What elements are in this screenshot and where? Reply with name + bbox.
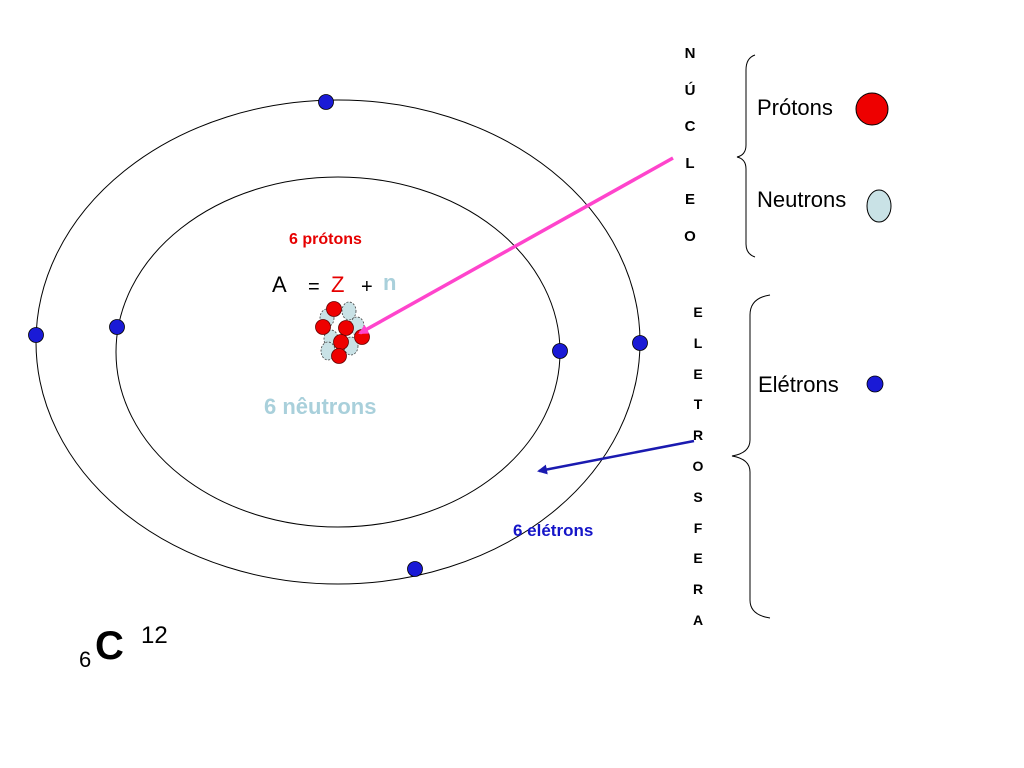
formula-plus: + — [361, 276, 373, 298]
electron-legend-icon — [866, 375, 884, 393]
electron-dot — [552, 343, 568, 359]
nucleus-arrow — [358, 156, 674, 335]
electrosphere-letter: S — [693, 488, 703, 505]
protons-count-label: 6 prótons — [289, 231, 362, 248]
nucleus-letter: O — [684, 227, 696, 245]
electron-dot — [109, 319, 125, 335]
atomic-number: 6 — [79, 647, 92, 672]
electron-dot — [318, 94, 334, 110]
electron-arrow — [537, 439, 695, 475]
nucleus-vertical-label: N Ú C L E O — [680, 45, 700, 264]
nucleus-letter: L — [685, 154, 695, 172]
formula-equals: = — [308, 276, 320, 298]
electrosphere-brace — [731, 294, 771, 619]
proton-particle — [338, 320, 354, 336]
proton-particle — [331, 348, 347, 364]
electrosphere-letter: R — [692, 581, 704, 598]
neutron-legend-icon — [866, 189, 892, 223]
proton-legend-icon — [855, 92, 889, 126]
proton-particle — [326, 301, 342, 317]
electrosphere-letter: T — [693, 396, 703, 413]
nucleus-letter: N — [684, 45, 696, 62]
electrosphere-letter: O — [692, 457, 704, 474]
nucleus-letter: C — [684, 118, 696, 135]
neutrons-count-label: 6 nêutrons — [264, 394, 377, 419]
proton-particle — [315, 319, 331, 335]
electrosphere-letter: E — [693, 365, 703, 382]
proton-particle — [333, 334, 349, 350]
protons-legend-label: Prótons — [757, 95, 833, 120]
formula-a: A — [272, 272, 287, 297]
nucleus-letter: E — [684, 191, 695, 208]
nucleus-cluster — [315, 301, 370, 364]
electron-dot — [28, 327, 44, 343]
electrosphere-letter: E — [693, 304, 703, 320]
formula-n: n — [383, 270, 397, 295]
electrosphere-letter: E — [693, 550, 703, 567]
mass-number: 12 — [141, 622, 168, 649]
electrosphere-letter: L — [693, 334, 703, 351]
formula-z: Z — [331, 272, 345, 297]
electrosphere-letter: R — [692, 427, 704, 444]
nucleus-brace — [736, 54, 756, 258]
neutrons-legend-label: Neutrons — [757, 187, 847, 212]
electrons-count-label: 6 elétrons — [513, 521, 594, 540]
neutron-particle — [341, 301, 357, 321]
electrosphere-letter: F — [693, 519, 703, 536]
electron-dot — [407, 561, 423, 577]
nucleus-letter: Ú — [684, 81, 696, 99]
element-symbol: C — [95, 624, 124, 668]
electrosphere-letter: A — [692, 611, 704, 628]
electrons-legend-label: Elétrons — [758, 372, 839, 397]
electron-dot — [632, 335, 648, 351]
